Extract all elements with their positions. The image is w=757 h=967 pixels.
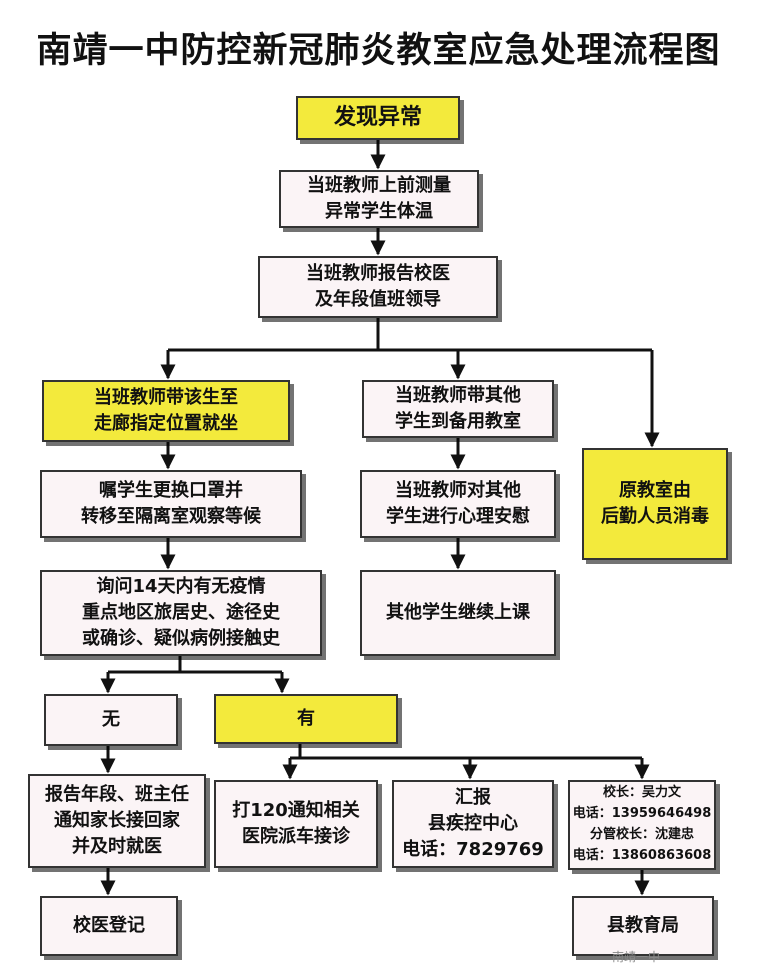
node-measure-temperature: 当班教师上前测量 异常学生体温 <box>279 170 479 228</box>
node-continue-class: 其他学生继续上课 <box>360 570 556 656</box>
watermark: 南靖一中 <box>612 950 661 964</box>
node-disinfect-room: 原教室由 后勤人员消毒 <box>582 448 728 560</box>
node-mask-isolate: 嘱学生更换口罩并 转移至隔离室观察等候 <box>40 470 302 538</box>
node-discover-abnormal: 发现异常 <box>296 96 460 140</box>
node-inquire-history: 询问14天内有无疫情 重点地区旅居史、途径史 或确诊、疑似病例接触史 <box>40 570 322 656</box>
node-notify-parents: 报告年段、班主任 通知家长接回家 并及时就医 <box>28 774 206 868</box>
node-escort-others: 当班教师带其他 学生到备用教室 <box>362 380 554 438</box>
node-call-120: 打120通知相关 医院派车接诊 <box>214 780 378 868</box>
node-principals-contact: 校长：吴力文 电话：13959646498 分管校长：沈建忠 电话：138608… <box>568 780 716 870</box>
node-escort-student: 当班教师带该生至 走廊指定位置就坐 <box>42 380 290 442</box>
node-cdc-report: 汇报 县疾控中心 电话：7829769 <box>392 780 554 868</box>
node-yes: 有 <box>214 694 398 744</box>
node-doctor-register: 校医登记 <box>40 896 178 956</box>
node-education-bureau: 县教育局 <box>572 896 714 956</box>
node-report-doctor: 当班教师报告校医 及年段值班领导 <box>258 256 498 318</box>
page-title: 南靖一中防控新冠肺炎教室应急处理流程图 <box>36 31 721 71</box>
node-no: 无 <box>44 694 178 746</box>
node-counsel-students: 当班教师对其他 学生进行心理安慰 <box>360 470 556 538</box>
